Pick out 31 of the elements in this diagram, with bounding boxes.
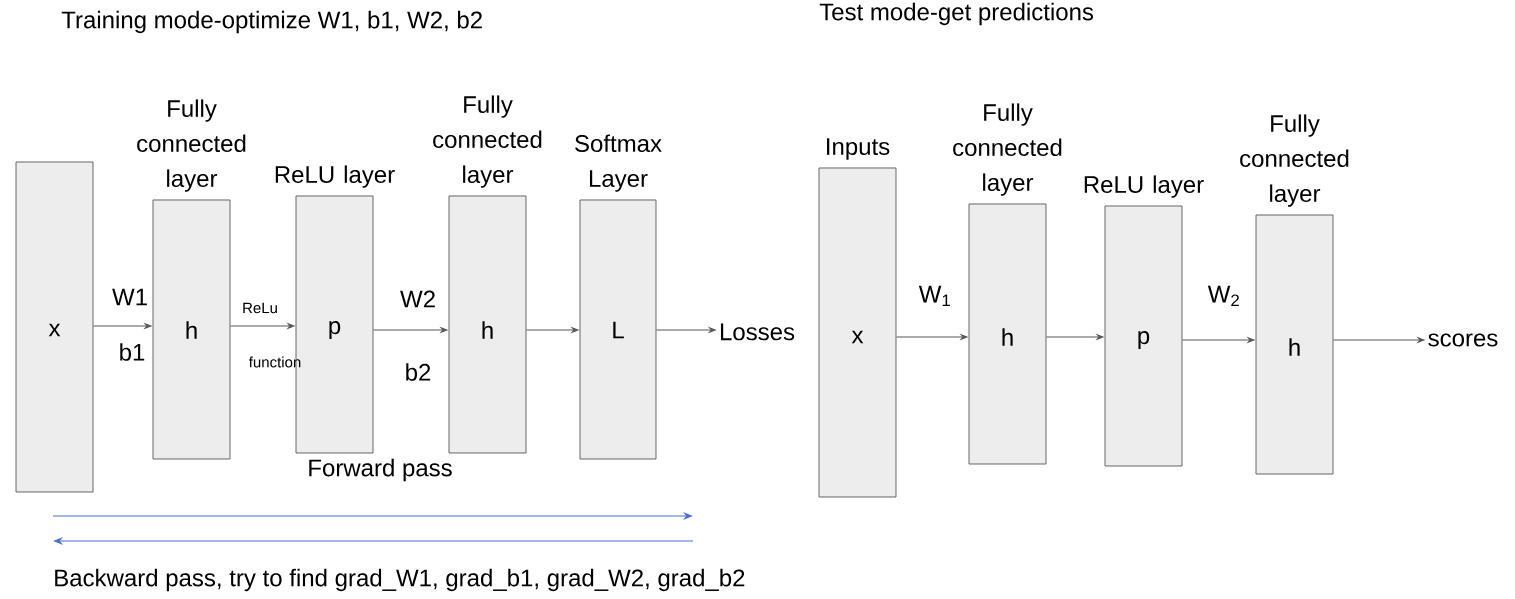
output-label: Losses [720, 323, 795, 341]
edge-label: W2 [399, 289, 437, 309]
text-label: function [248, 356, 301, 368]
layer-heading: Fully connected layer [137, 99, 246, 192]
layer-heading: ReLU layer [1084, 175, 1204, 198]
edge-label: ReLu [241, 301, 279, 315]
layer-symbol: h [1289, 338, 1300, 356]
layer-symbol: p [329, 321, 341, 339]
layer-heading: Fully connected layer [1240, 114, 1349, 207]
layer-heading: Softmax Layer [575, 134, 662, 192]
layer-heading: Fully connected layer [953, 103, 1062, 196]
layer-symbol: L [613, 321, 624, 339]
layer-heading: Fully connected layer [433, 95, 542, 188]
text-label: Forward pass [309, 458, 452, 482]
layer-symbol: h [482, 321, 493, 339]
layer-symbol: x [851, 330, 864, 344]
text-label: b2 [406, 363, 431, 381]
layer-symbol: h [1002, 328, 1013, 346]
layer-symbol: p [1138, 331, 1150, 349]
layer-heading: ReLU layer [275, 165, 395, 188]
layer-symbol: x [48, 323, 61, 337]
edge-label: W1 [111, 287, 149, 307]
text-label: Test mode-get predictions [819, 2, 1094, 26]
layer-symbol: h [186, 321, 197, 339]
text-label: Training mode-optimize W1, b1, W2, b2 [61, 10, 482, 34]
edge-label: W$_{2}$ [1206, 284, 1242, 308]
output-label: scores [1428, 333, 1498, 347]
text-label: b1 [120, 343, 145, 361]
layer-heading: Inputs [827, 138, 890, 160]
edge-label: W$_{1}$ [917, 284, 953, 308]
text-label: Backward pass, try to find grad_W1, grad_b1, grad_W2, grad_b2 [55, 568, 745, 592]
